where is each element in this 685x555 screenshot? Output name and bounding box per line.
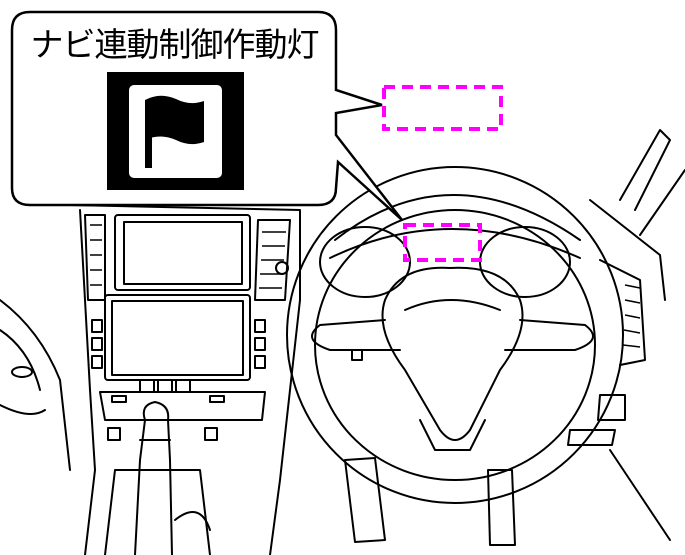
- right-dash: [567, 129, 685, 541]
- pedals: [344, 457, 516, 546]
- steering-wheel: [286, 166, 624, 504]
- highlight-box-upper: [382, 85, 503, 131]
- highlight-box-meter: [403, 223, 482, 262]
- center-console: [69, 204, 301, 555]
- left-door: [0, 299, 71, 471]
- callout-title: ナビ連動制御作動灯: [30, 25, 320, 64]
- flag-icon: [107, 72, 244, 190]
